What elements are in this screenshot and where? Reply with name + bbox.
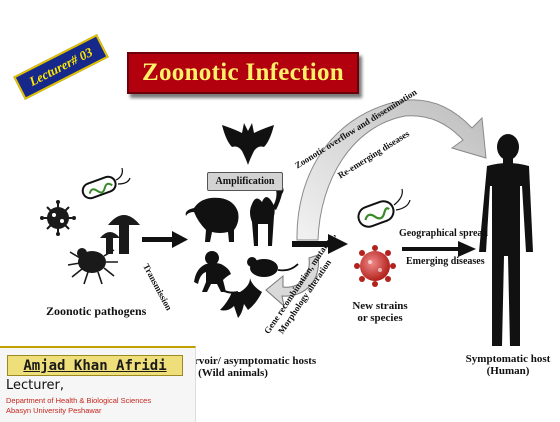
eagle-icon bbox=[220, 278, 262, 318]
camel-icon bbox=[250, 186, 284, 246]
author-university: Abasyn University Peshawar bbox=[6, 406, 102, 415]
coronavirus-icon bbox=[354, 245, 396, 287]
tick-icon bbox=[67, 248, 118, 285]
title-banner: Zoonotic Infection bbox=[127, 52, 359, 94]
geographical-spread-label: Geographical spread bbox=[399, 228, 488, 239]
arrow-strains-to-human bbox=[402, 241, 476, 257]
arrow-pathogens-to-reservoir bbox=[142, 231, 188, 248]
emerging-diseases-label: Emerging diseases bbox=[406, 256, 485, 267]
author-name: Amjad Khan Afridi bbox=[7, 355, 183, 376]
arrow-reservoir-to-strains bbox=[292, 234, 348, 254]
human-icon bbox=[479, 134, 533, 346]
bat-icon bbox=[222, 123, 274, 165]
reservoir-label-line1: Reservoir/ asymptomatic hosts bbox=[172, 355, 317, 367]
page-title: Zoonotic Infection bbox=[142, 59, 344, 86]
chimpanzee-icon bbox=[194, 251, 231, 292]
new-strains-line1: New strains bbox=[352, 300, 408, 312]
author-department: Department of Health & Biological Scienc… bbox=[6, 396, 152, 405]
mutation-curve-arrow bbox=[265, 254, 320, 308]
reservoir-label-line2: (Wild animals) bbox=[198, 367, 268, 379]
mushroom-icon bbox=[100, 215, 140, 254]
symptomatic-line2: (Human) bbox=[486, 365, 530, 377]
amplification-label: Amplification bbox=[207, 172, 283, 191]
symptomatic-line1: Symptomatic host bbox=[465, 353, 551, 365]
new-bacterium-icon bbox=[357, 188, 411, 228]
zoonotic-pathogens-label: Zoonotic pathogens bbox=[46, 304, 147, 318]
author-role: Lecturer, bbox=[6, 378, 65, 393]
reservoir-label: Reservoir/ asymptomatic hosts (Wild anim… bbox=[172, 355, 317, 379]
new-strains-label: New strains or species bbox=[340, 300, 420, 324]
new-strains-line2: or species bbox=[357, 312, 403, 324]
bacterium-icon bbox=[81, 167, 131, 200]
rat-icon bbox=[247, 257, 299, 277]
overflow-curve-arrow bbox=[296, 99, 487, 241]
virus-icon bbox=[40, 200, 76, 236]
boar-icon bbox=[185, 197, 239, 242]
symptomatic-host-label: Symptomatic host (Human) bbox=[460, 353, 556, 377]
